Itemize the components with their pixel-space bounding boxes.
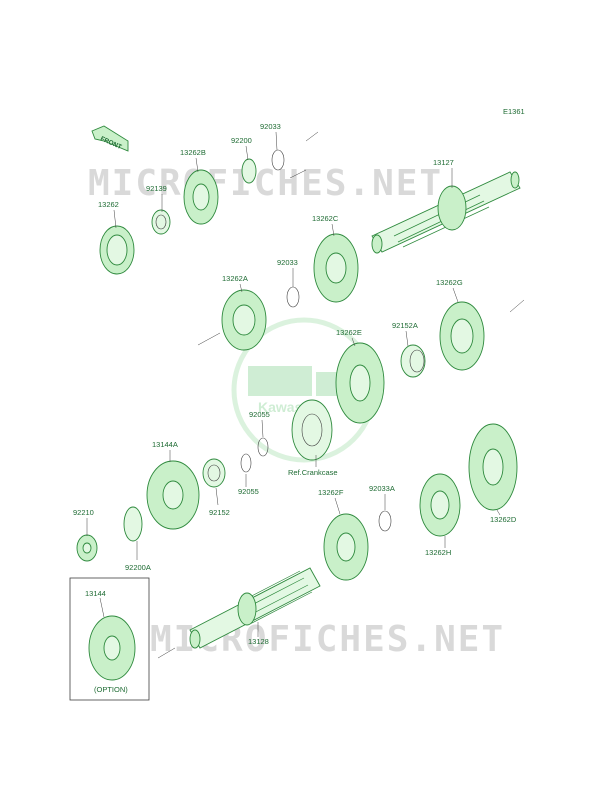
nut-92210 xyxy=(76,534,98,562)
input-shaft-13128 xyxy=(189,567,321,649)
option-label: (OPTION) xyxy=(94,685,128,694)
washer-92200A xyxy=(123,506,143,542)
label-92055-lower: 92055 xyxy=(238,487,259,496)
label-92033-mid: 92033 xyxy=(277,258,298,267)
label-92200: 92200 xyxy=(231,136,252,145)
bushing-92152A xyxy=(400,344,426,378)
label-13128: 13128 xyxy=(248,637,269,646)
gear-13262H xyxy=(419,473,461,537)
gear-13262C xyxy=(313,233,359,303)
ref-code: E1361 xyxy=(503,107,525,116)
bearing-ref-crankcase xyxy=(291,399,333,461)
label-13262G: 13262G xyxy=(436,278,463,287)
sprocket-13144A xyxy=(146,460,200,530)
circlip-92033A xyxy=(378,510,392,532)
label-13262B: 13262B xyxy=(180,148,206,157)
leader-lines xyxy=(86,131,525,659)
front-arrow-icon: FRONT xyxy=(91,125,129,152)
watermark-top: MICROFICHES.NET xyxy=(88,163,443,204)
gear-13262E xyxy=(335,342,385,424)
circlip-92055-lower xyxy=(240,453,252,473)
circlip-92033-mid xyxy=(286,286,300,308)
label-13262E: 13262E xyxy=(336,328,362,337)
label-92033-top: 92033 xyxy=(260,122,281,131)
gear-13262F xyxy=(323,513,369,581)
output-shaft-13127 xyxy=(371,171,521,254)
label-92055-upper: 92055 xyxy=(249,410,270,419)
label-13262H: 13262H xyxy=(425,548,451,557)
label-92033A: 92033A xyxy=(369,484,395,493)
label-13262A: 13262A xyxy=(222,274,248,283)
label-13144A: 13144A xyxy=(152,440,178,449)
label-92210: 92210 xyxy=(73,508,94,517)
gear-13262B xyxy=(183,169,219,225)
bushing-92152 xyxy=(202,458,226,488)
bushing-92139 xyxy=(151,209,171,235)
option-box: (OPTION) xyxy=(69,577,150,701)
circlip-92033-top xyxy=(271,149,285,171)
label-13262D: 13262D xyxy=(490,515,517,524)
label-92139: 92139 xyxy=(146,184,167,193)
washer-92200 xyxy=(241,158,257,184)
circlip-92055-upper xyxy=(257,437,269,457)
label-13262F: 13262F xyxy=(318,488,344,497)
label-13144: 13144 xyxy=(85,589,106,598)
label-13262: 13262 xyxy=(98,200,119,209)
gear-13262D xyxy=(468,423,518,511)
gear-13262 xyxy=(99,225,135,275)
label-13262C: 13262C xyxy=(312,214,339,223)
gear-13262G xyxy=(439,301,485,371)
gear-13262A xyxy=(221,289,267,351)
label-92200A: 92200A xyxy=(125,563,151,572)
label-92152: 92152 xyxy=(209,508,230,517)
label-92152A: 92152A xyxy=(392,321,418,330)
label-ref-crankcase: Ref.Crankcase xyxy=(288,468,338,477)
label-13127: 13127 xyxy=(433,158,454,167)
